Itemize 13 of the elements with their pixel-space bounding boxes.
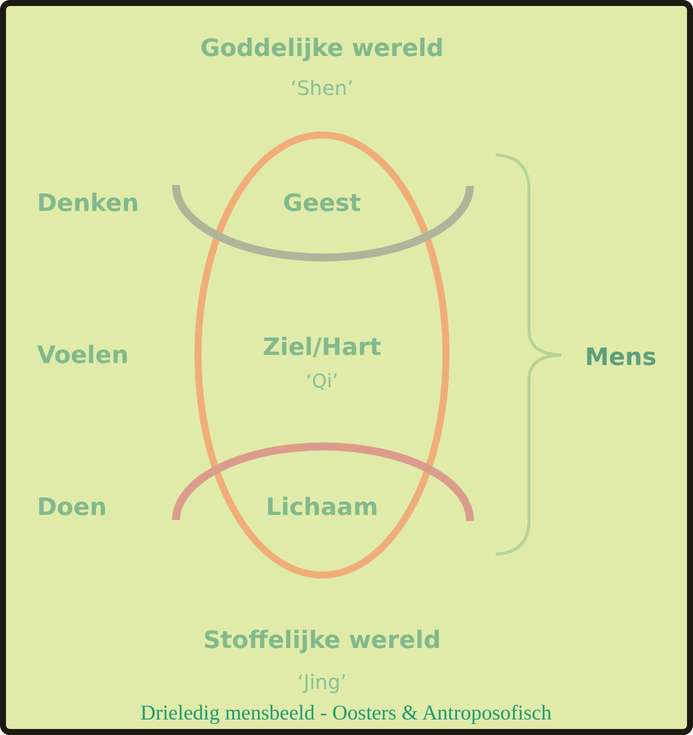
realm-subtitle: ‘Jing’	[297, 671, 347, 693]
realm-subtitle: ‘Shen’	[290, 77, 354, 99]
part-label: Ziel/Hart	[262, 334, 382, 360]
realm-heading: Goddelijke wereld	[200, 34, 444, 62]
row-label: Denken	[37, 190, 139, 216]
part-label: Geest	[283, 190, 361, 216]
part-subtitle: ‘Qi’	[306, 372, 338, 392]
group-label: Mens	[585, 344, 657, 370]
part-label: Lichaam	[266, 494, 378, 520]
caption: Drieledig mensbeeld - Oosters & Antroposofisch	[140, 701, 552, 725]
row-label: Voelen	[37, 342, 129, 368]
realm-heading: Stoffelijke wereld	[203, 626, 441, 654]
row-label: Doen	[37, 494, 107, 520]
